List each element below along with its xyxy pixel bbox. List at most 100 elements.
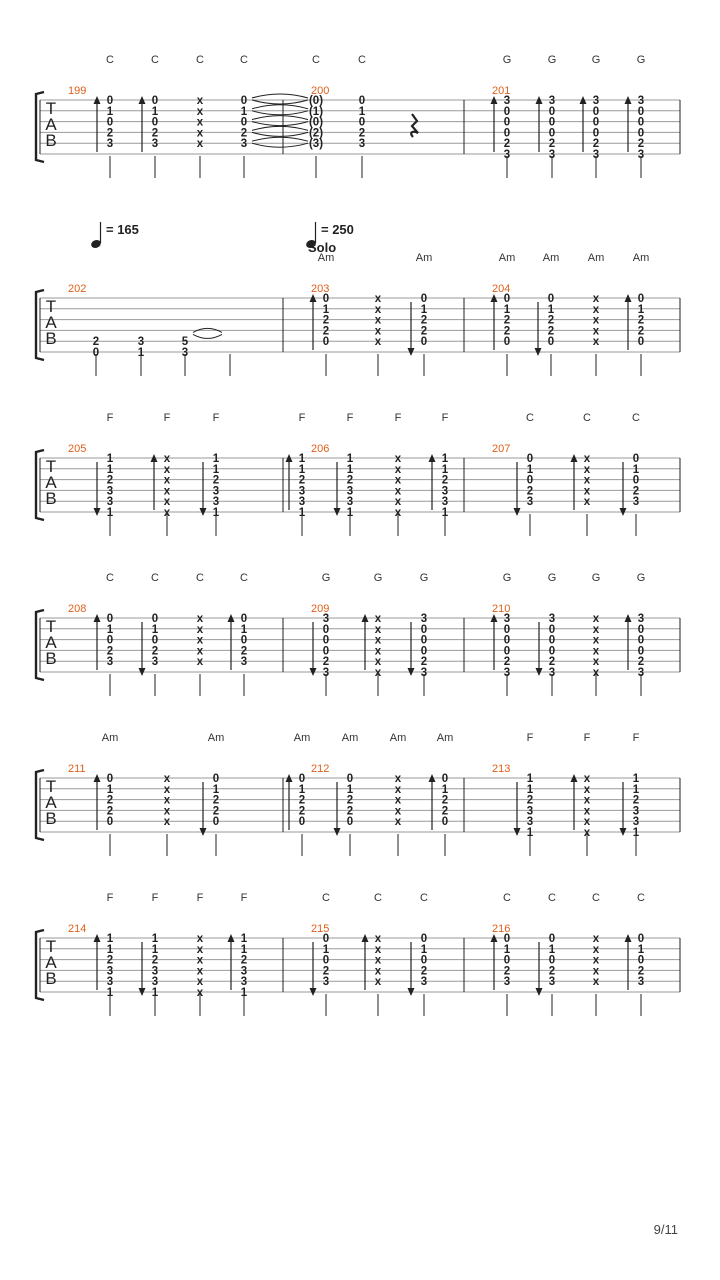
fret-number: x xyxy=(593,613,600,625)
downstroke-arrow-icon xyxy=(535,668,543,676)
tab-clef-letter: A xyxy=(45,793,57,812)
fret-number: 0 xyxy=(323,336,329,348)
fret-number: 0 xyxy=(504,336,510,348)
chord-name: F xyxy=(152,892,159,904)
fret-number: 2 xyxy=(152,955,158,967)
fret-number: 0 xyxy=(152,117,158,129)
tie-arc xyxy=(251,136,309,142)
upstroke-arrow-icon xyxy=(624,96,632,104)
downstroke-arrow-icon xyxy=(619,828,627,836)
fret-number: 0 xyxy=(549,955,555,967)
chord-name: Am xyxy=(416,252,433,264)
fret-number: x xyxy=(395,496,402,508)
fret-number: 2 xyxy=(241,127,247,139)
fret-number: 2 xyxy=(593,138,599,150)
fret-number: 0 xyxy=(549,127,555,139)
fret-number: 3 xyxy=(138,336,144,348)
fret-number: 1 xyxy=(527,827,534,839)
fret-number: 0 xyxy=(638,635,644,647)
fret-number: 3 xyxy=(107,485,113,497)
fret-number: 3 xyxy=(323,613,329,625)
fret-number: 1 xyxy=(152,624,159,636)
fret-number: 3 xyxy=(323,667,329,679)
measure-number: 199 xyxy=(68,85,86,97)
downstroke-arrow-icon xyxy=(138,988,146,996)
fret-number: 1 xyxy=(347,464,354,476)
downstroke-arrow-icon xyxy=(407,988,415,996)
fret-number: x xyxy=(593,656,600,668)
chord-name: Am xyxy=(208,732,225,744)
fret-number: 0 xyxy=(442,773,448,785)
fret-number: 0 xyxy=(359,95,365,107)
upstroke-arrow-icon xyxy=(624,934,632,942)
fret-number: x xyxy=(593,955,600,967)
fret-number: 0 xyxy=(527,453,533,465)
fret-number: 3 xyxy=(593,149,599,161)
chord-name: Am xyxy=(390,732,407,744)
chord-name: G xyxy=(548,54,557,66)
downstroke-arrow-icon xyxy=(534,348,542,356)
fret-number: 0 xyxy=(323,933,329,945)
fret-number: 3 xyxy=(421,976,427,988)
tie-arc xyxy=(251,131,309,137)
chord-name: C xyxy=(583,412,591,424)
fret-number: 1 xyxy=(107,453,114,465)
fret-number: 3 xyxy=(504,667,510,679)
tie-arc xyxy=(251,125,309,131)
downstroke-arrow-icon xyxy=(309,988,317,996)
fret-number: x xyxy=(593,293,600,305)
fret-number: 1 xyxy=(107,944,114,956)
chord-name: C xyxy=(196,572,204,584)
fret-number: 1 xyxy=(299,507,306,519)
fret-number: 1 xyxy=(442,784,449,796)
fret-number: x xyxy=(164,816,171,828)
fret-number: x xyxy=(164,795,171,807)
fret-number: (0) xyxy=(309,95,323,107)
fret-number: 0 xyxy=(347,816,353,828)
fret-number: 0 xyxy=(593,117,599,129)
fret-number: 2 xyxy=(347,795,353,807)
measure-number: 208 xyxy=(68,603,86,615)
fret-number: 2 xyxy=(421,965,427,977)
fret-number: 0 xyxy=(633,475,639,487)
fret-number: 1 xyxy=(359,106,366,118)
fret-number: 3 xyxy=(504,95,510,107)
tab-clef-letter: B xyxy=(45,649,56,668)
fret-number: 3 xyxy=(299,496,305,508)
fret-number: 3 xyxy=(549,667,555,679)
fret-number: x xyxy=(375,325,382,337)
fret-number: x xyxy=(593,976,600,988)
tie-arc xyxy=(192,327,223,333)
upstroke-arrow-icon xyxy=(93,96,101,104)
downstroke-arrow-icon xyxy=(619,508,627,516)
fret-number: 0 xyxy=(323,635,329,647)
fret-number: x xyxy=(164,475,171,487)
fret-number: 0 xyxy=(549,117,555,129)
upstroke-arrow-icon xyxy=(570,774,578,782)
fret-number: 2 xyxy=(633,485,639,497)
upstroke-arrow-icon xyxy=(361,614,369,622)
page-number: 9/11 xyxy=(653,1222,678,1237)
chord-name: C xyxy=(503,892,511,904)
fret-number: 1 xyxy=(527,464,534,476)
fret-number: 0 xyxy=(593,106,599,118)
upstroke-arrow-icon xyxy=(490,614,498,622)
fret-number: 2 xyxy=(323,315,329,327)
chord-name: G xyxy=(322,572,331,584)
fret-number: 2 xyxy=(504,965,510,977)
fret-number: 3 xyxy=(107,496,113,508)
fret-number: 3 xyxy=(442,485,448,497)
fret-number: 0 xyxy=(527,475,533,487)
measure-number: 215 xyxy=(311,923,329,935)
fret-number: 1 xyxy=(421,944,428,956)
fret-number: 3 xyxy=(107,965,113,977)
fret-number: 1 xyxy=(213,453,220,465)
fret-number: x xyxy=(593,944,600,956)
fret-number: x xyxy=(375,635,382,647)
upstroke-arrow-icon xyxy=(490,934,498,942)
fret-number: 2 xyxy=(299,475,305,487)
chord-name: F xyxy=(107,892,114,904)
fret-number: x xyxy=(375,933,382,945)
staff-bracket xyxy=(34,90,45,164)
fret-number: 0 xyxy=(107,613,113,625)
